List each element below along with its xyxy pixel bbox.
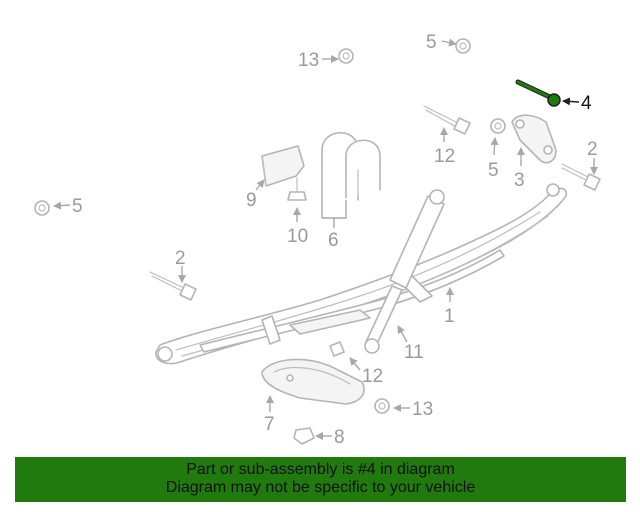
callout-1: 1 bbox=[444, 306, 455, 327]
callout-8: 8 bbox=[334, 427, 345, 448]
bolt-2-right bbox=[561, 163, 601, 191]
callout-11: 11 bbox=[404, 342, 424, 363]
bolt-12-lower bbox=[329, 341, 345, 357]
callout-10: 10 bbox=[287, 226, 308, 247]
callout-4-highlighted[interactable]: 4 bbox=[581, 93, 592, 114]
callout-2-right: 2 bbox=[587, 139, 598, 160]
bracket bbox=[511, 114, 557, 164]
leaf-spring bbox=[155, 183, 568, 365]
callout-5-left: 5 bbox=[72, 196, 83, 217]
callout-12-lower: 12 bbox=[362, 366, 383, 387]
leader-lines bbox=[53, 38, 598, 440]
spacer-block bbox=[261, 145, 305, 187]
callout-13-top: 13 bbox=[298, 50, 319, 71]
parts-diagram: 13 5 4 12 5 3 2 9 10 6 5 2 1 11 12 7 13 … bbox=[34, 32, 601, 448]
banner-line-disclaimer: Diagram may not be specific to your vehi… bbox=[165, 479, 476, 496]
nuts bbox=[34, 38, 506, 445]
callout-5-mid: 5 bbox=[488, 160, 499, 181]
u-bolts bbox=[321, 131, 381, 201]
shock-absorber bbox=[364, 189, 445, 354]
banner-line-part: Part or sub-assembly is #4 in diagram bbox=[186, 461, 455, 478]
callout-7: 7 bbox=[264, 414, 275, 435]
callout-2-left: 2 bbox=[175, 248, 186, 269]
callout-6: 6 bbox=[328, 230, 339, 251]
bolt-2-left bbox=[149, 271, 197, 301]
part-info-banner: Part or sub-assembly is #4 in diagram Di… bbox=[15, 457, 626, 502]
callout-5-top: 5 bbox=[426, 32, 437, 53]
callout-13-bottom: 13 bbox=[412, 399, 433, 420]
bolt-12-upper bbox=[423, 105, 471, 135]
skid-plate bbox=[261, 358, 365, 405]
part-4-bolt-highlighted[interactable] bbox=[515, 79, 561, 107]
bolt-10 bbox=[287, 177, 307, 201]
callout-12-upper: 12 bbox=[434, 146, 455, 167]
callout-9: 9 bbox=[246, 190, 257, 211]
callout-3: 3 bbox=[514, 170, 525, 191]
